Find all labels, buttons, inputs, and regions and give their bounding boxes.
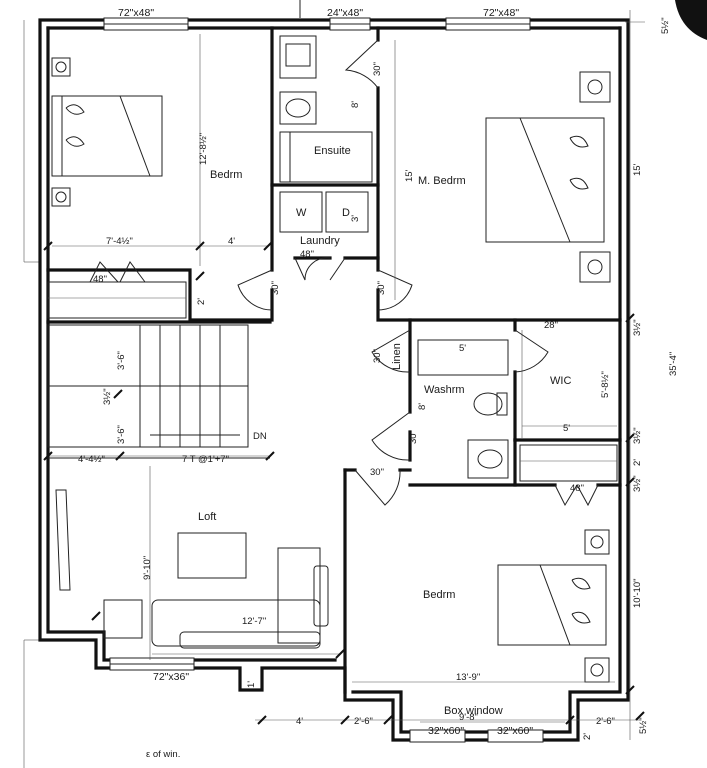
dim-label: 2' — [196, 298, 207, 305]
dim-label: 8' — [417, 403, 428, 410]
laundry-machines — [279, 191, 369, 233]
door-label: 30" — [376, 281, 387, 295]
dim-label: 7'-4½" — [106, 236, 133, 247]
dim-label: 5½" — [660, 17, 671, 34]
window-label: 32"x60" — [428, 725, 464, 737]
dryer-label: D — [342, 207, 350, 219]
dim-label: 3½" — [632, 319, 643, 336]
dim-label: DN — [253, 431, 267, 442]
dim-label: 4'-4½" — [78, 454, 105, 465]
dim-label: 2' — [632, 459, 643, 466]
dim-label: 12'-7" — [242, 616, 266, 627]
dimension-lines — [43, 10, 645, 740]
dim-label: 15' — [404, 169, 415, 182]
door-label: 30" — [372, 349, 383, 363]
door-label: 30" — [372, 62, 383, 76]
ensuite-fixtures — [279, 35, 373, 183]
bed-master — [485, 71, 611, 283]
dim-label: 15' — [632, 163, 643, 176]
dim-label: 13'-9" — [456, 672, 480, 683]
label-bedroom-nw: Bedrm — [210, 169, 242, 181]
dim-label: 8' — [350, 101, 361, 108]
note-text: ε of win. — [146, 749, 180, 760]
door-label: 30" — [270, 281, 281, 295]
label-laundry: Laundry — [300, 235, 340, 247]
window-label: 72"x36" — [153, 671, 189, 683]
door-label: 48" — [570, 483, 584, 494]
washroom-fixtures — [417, 339, 509, 479]
dim-label: 5½" — [638, 717, 649, 734]
dim-label: 3' — [350, 215, 361, 222]
dim-label: 3½" — [102, 388, 113, 405]
closet-lines — [47, 281, 618, 482]
loft-furniture — [55, 489, 329, 649]
dim-label: 9'-8" — [459, 712, 478, 723]
bed-nw — [51, 57, 163, 207]
door-label: 48" — [300, 249, 314, 260]
window-label: 72"x48" — [118, 7, 154, 19]
window-label: 72"x48" — [483, 7, 519, 19]
door-label: 48" — [93, 274, 107, 285]
window-label: 32"x60" — [497, 725, 533, 737]
label-box-window: Box window — [444, 705, 503, 717]
dim-label: 5' — [459, 343, 466, 354]
dim-label: 7 T @1'+7" — [182, 454, 229, 465]
dim-label: 4' — [296, 716, 303, 727]
dim-label: 3'-6" — [116, 351, 127, 370]
label-linen: Linen — [391, 343, 403, 370]
interior-walls — [46, 26, 622, 694]
label-master: M. Bedrm — [418, 175, 466, 187]
dim-label: 9'-10" — [142, 556, 153, 580]
dim-label: 5' — [563, 423, 570, 434]
bed-se — [497, 529, 610, 683]
label-wic: WIC — [550, 375, 571, 387]
door-label: 28" — [544, 320, 558, 331]
dim-label: 12'-8½" — [198, 133, 209, 165]
label-loft: Loft — [198, 511, 216, 523]
window-marks — [103, 17, 544, 743]
label-washroom: Washrm — [424, 384, 465, 396]
window-label: 24"x48" — [327, 7, 363, 19]
dim-label: 4' — [228, 236, 235, 247]
door-label: 30" — [408, 430, 419, 444]
door-swings — [89, 39, 599, 507]
dim-label: 3'-6" — [116, 425, 127, 444]
exterior-walls — [38, 18, 630, 742]
dim-label: 35'-4" — [668, 352, 679, 376]
dim-label: 5'-8½" — [600, 371, 611, 398]
dim-label: 2'-6" — [596, 716, 615, 727]
dim-label: 2' — [582, 733, 593, 740]
label-bedroom-se: Bedrm — [423, 589, 455, 601]
dim-label: 3½" — [632, 475, 643, 492]
corner-marker — [675, 0, 707, 40]
washer-label: W — [296, 207, 307, 219]
dim-label: 2'-6" — [354, 716, 373, 727]
stairs — [47, 324, 270, 459]
dim-label: 10'-10" — [632, 579, 643, 608]
door-label: 30" — [370, 467, 384, 478]
label-ensuite: Ensuite — [314, 145, 351, 157]
dim-label: 3½" — [632, 427, 643, 444]
dim-label: 1' — [246, 681, 257, 688]
